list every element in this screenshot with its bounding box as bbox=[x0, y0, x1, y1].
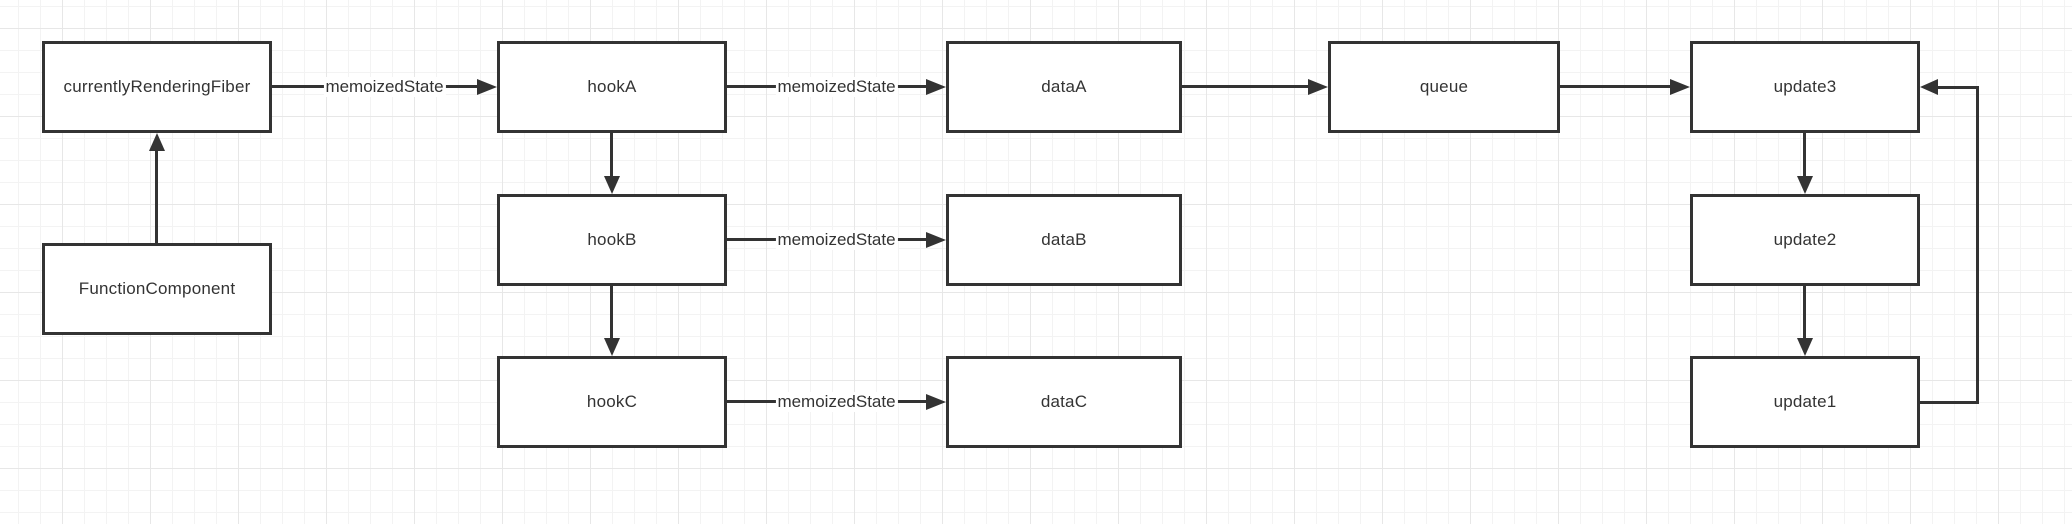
node-data-c: dataC bbox=[946, 356, 1182, 448]
edge-hook-b-to-hook-c bbox=[604, 286, 620, 356]
edge-label-memoized-state: memoizedState bbox=[775, 77, 898, 97]
node-label-update3: update3 bbox=[1773, 77, 1837, 96]
arrowhead-right-icon bbox=[926, 79, 946, 95]
node-label-update1: update1 bbox=[1773, 392, 1837, 411]
edge-label-memoized-state: memoizedState bbox=[775, 392, 898, 412]
arrowhead-right-icon bbox=[1670, 79, 1690, 95]
node-label-hook-b: hookB bbox=[587, 230, 637, 249]
edge-update2-to-update1 bbox=[1797, 286, 1813, 356]
edge-queue-to-update3 bbox=[1560, 79, 1690, 95]
node-label-data-b: dataB bbox=[1041, 230, 1087, 249]
edge-line bbox=[1560, 85, 1674, 88]
edge-update1-loop-vertical-segment bbox=[1976, 86, 1979, 404]
arrowhead-left-icon bbox=[1920, 79, 1938, 95]
node-data-b: dataB bbox=[946, 194, 1182, 286]
arrowhead-right-icon bbox=[477, 79, 497, 95]
node-hook-a: hookA bbox=[497, 41, 727, 133]
arrowhead-down-icon bbox=[604, 176, 620, 194]
node-label-function-component: FunctionComponent bbox=[78, 279, 236, 298]
node-update1: update1 bbox=[1690, 356, 1920, 448]
edge-update3-to-update2 bbox=[1797, 133, 1813, 194]
node-hook-c: hookC bbox=[497, 356, 727, 448]
node-label-data-a: dataA bbox=[1041, 77, 1087, 96]
edge-line bbox=[1803, 286, 1806, 340]
edge-fiber-to-hook-a: memoizedState bbox=[272, 77, 497, 97]
arrowhead-down-icon bbox=[604, 338, 620, 356]
node-function-component: FunctionComponent bbox=[42, 243, 272, 335]
edge-line bbox=[155, 149, 158, 243]
edge-update1-loop-bottom-segment bbox=[1920, 401, 1979, 404]
edge-label-memoized-state: memoizedState bbox=[775, 230, 898, 250]
node-queue: queue bbox=[1328, 41, 1560, 133]
node-label-hook-c: hookC bbox=[586, 392, 638, 411]
edge-line bbox=[610, 286, 613, 340]
edge-data-a-to-queue bbox=[1182, 79, 1328, 95]
node-hook-b: hookB bbox=[497, 194, 727, 286]
arrowhead-right-icon bbox=[926, 232, 946, 248]
node-update2: update2 bbox=[1690, 194, 1920, 286]
node-label-update2: update2 bbox=[1773, 230, 1837, 249]
arrowhead-down-icon bbox=[1797, 176, 1813, 194]
node-label-hook-a: hookA bbox=[587, 77, 637, 96]
edge-functioncomponent-to-fiber bbox=[149, 133, 165, 243]
edge-hook-a-to-data-a: memoizedState bbox=[727, 77, 946, 97]
node-currently-rendering-fiber: currentlyRenderingFiber bbox=[42, 41, 272, 133]
edge-line bbox=[610, 133, 613, 178]
edge-line bbox=[1803, 133, 1806, 178]
node-update3: update3 bbox=[1690, 41, 1920, 133]
arrowhead-down-icon bbox=[1797, 338, 1813, 356]
node-label-currently-rendering-fiber: currentlyRenderingFiber bbox=[63, 77, 251, 96]
edge-hook-c-to-data-c: memoizedState bbox=[727, 392, 946, 412]
arrowhead-right-icon bbox=[1308, 79, 1328, 95]
edge-label-memoized-state: memoizedState bbox=[323, 77, 446, 97]
edge-update1-loop-top-segment bbox=[1938, 86, 1978, 89]
edge-hook-b-to-data-b: memoizedState bbox=[727, 230, 946, 250]
arrowhead-up-icon bbox=[149, 133, 165, 151]
edge-line bbox=[1182, 85, 1312, 88]
edge-hook-a-to-hook-b bbox=[604, 133, 620, 194]
node-label-data-c: dataC bbox=[1040, 392, 1088, 411]
node-label-queue: queue bbox=[1419, 77, 1469, 96]
node-data-a: dataA bbox=[946, 41, 1182, 133]
arrowhead-right-icon bbox=[926, 394, 946, 410]
